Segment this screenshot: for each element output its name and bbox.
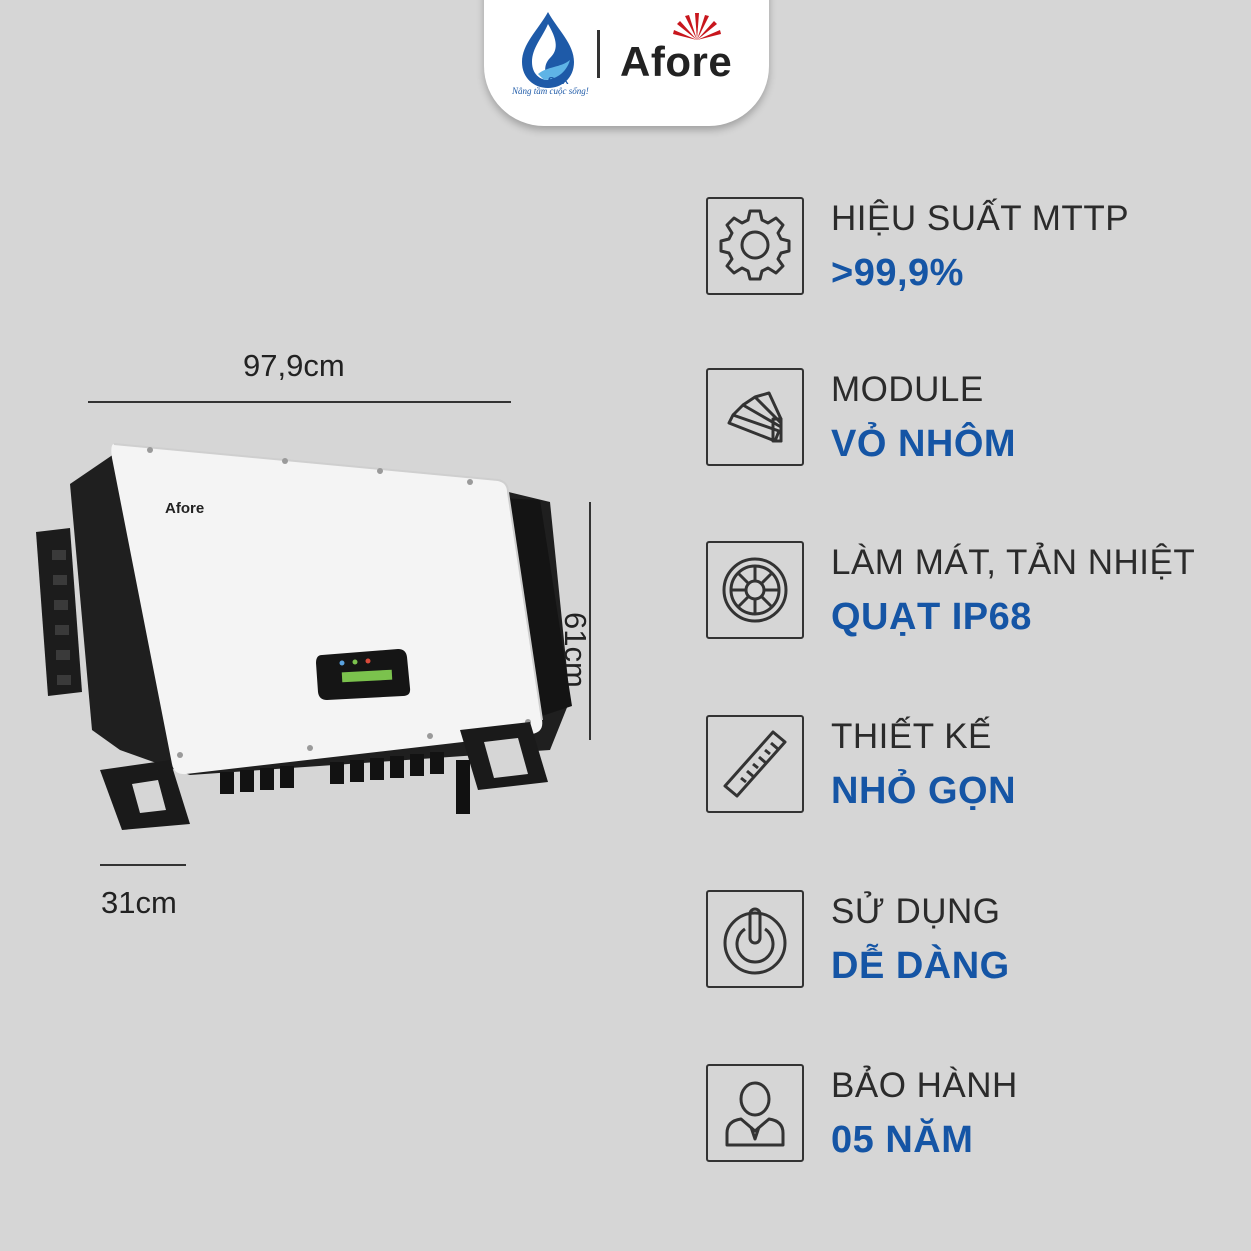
width-line (88, 401, 511, 403)
feature-value: QUẠT IP68 (831, 596, 1032, 638)
power-icon (723, 907, 787, 975)
feature-label: SỬ DỤNG (831, 892, 1001, 931)
feature-icon-box (706, 368, 804, 466)
gear-icon (719, 209, 791, 281)
feature-value: DỄ DÀNG (831, 945, 1010, 987)
feature-label: THIẾT KẾ (831, 717, 992, 756)
user-icon (725, 1081, 785, 1147)
svg-text:SAX: SAX (548, 76, 569, 87)
width-dimension: 97,9cm (243, 348, 345, 383)
inverter-product-image (36, 443, 572, 830)
fan-icon (722, 557, 788, 623)
feature-value: NHỎ GỌN (831, 770, 1017, 812)
ruler-icon (723, 730, 787, 798)
height-line (589, 502, 591, 740)
feature-icon-box (706, 541, 804, 639)
feature-label: HIỆU SUẤT MTTP (831, 199, 1130, 238)
feature-icon-box (706, 1064, 804, 1162)
feature-icon-box (706, 197, 804, 295)
feature-label: BẢO HÀNH (831, 1066, 1018, 1105)
depth-line (100, 864, 186, 866)
afore-logo-text: Afore (620, 38, 733, 85)
swatch-icon (727, 391, 783, 443)
feature-label: LÀM MÁT, TẢN NHIỆT (831, 543, 1196, 582)
feature-icon-box (706, 715, 804, 813)
brand-slogan: Nâng tầm cuộc sống! (512, 86, 589, 96)
feature-value: >99,9% (831, 252, 964, 294)
feature-value: VỎ NHÔM (831, 423, 1017, 465)
feature-value: 05 NĂM (831, 1119, 974, 1161)
water-drop-logo-icon: SAX (522, 12, 574, 88)
feature-icon-box (706, 890, 804, 988)
product-brand-label: Afore (165, 500, 205, 517)
feature-label: MODULE (831, 370, 984, 409)
depth-dimension: 31cm (101, 885, 177, 920)
logo-separator (597, 30, 600, 78)
sun-rays-icon (673, 13, 721, 40)
